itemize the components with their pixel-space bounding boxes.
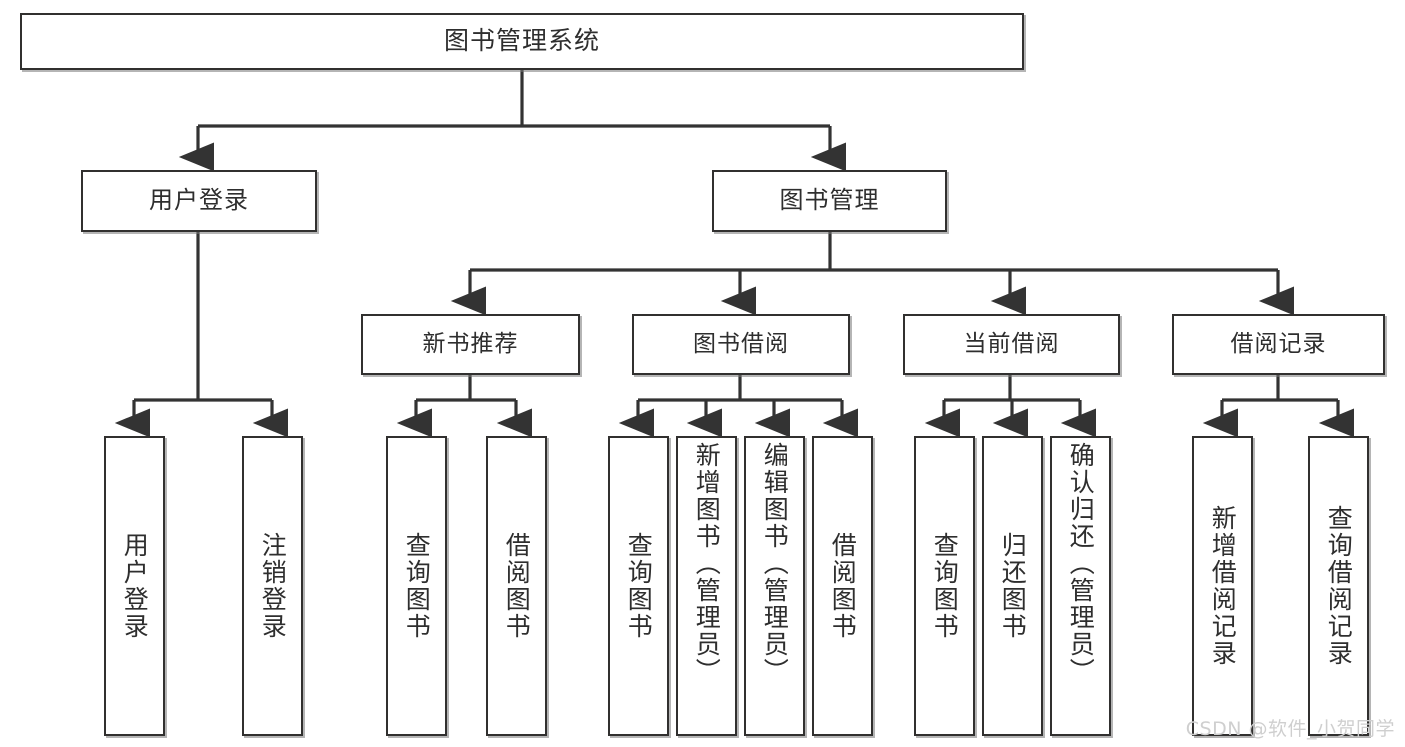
node-book-management[interactable]: 图书管理: [712, 170, 947, 232]
leaf-add-book-admin[interactable]: 新增图书（管理员）: [676, 436, 737, 736]
node-label: 借阅记录: [1230, 331, 1327, 358]
leaf-return-book[interactable]: 归还图书: [982, 436, 1043, 736]
leaf-query-book-current[interactable]: 查询图书: [914, 436, 975, 736]
node-label: 新书推荐: [422, 331, 519, 358]
node-user-login[interactable]: 用户登录: [81, 170, 317, 232]
leaf-query-book-borrow[interactable]: 查询图书: [608, 436, 669, 736]
node-borrow-record[interactable]: 借阅记录: [1172, 314, 1385, 375]
node-new-book-recommend[interactable]: 新书推荐: [361, 314, 580, 375]
node-label: 查询图书: [624, 532, 654, 640]
leaf-query-borrow-record[interactable]: 查询借阅记录: [1308, 436, 1369, 736]
node-label: 确认归还（管理员）: [1066, 442, 1096, 685]
leaf-borrow-book[interactable]: 借阅图书: [812, 436, 873, 736]
node-label: 图书借阅: [693, 331, 789, 358]
node-label: 注销登录: [258, 532, 288, 640]
node-root-system[interactable]: 图书管理系统: [20, 13, 1024, 70]
node-label: 用户登录: [120, 532, 150, 640]
leaf-user-login[interactable]: 用户登录: [104, 436, 165, 736]
node-label: 查询图书: [402, 532, 432, 640]
leaf-borrow-book-recommend[interactable]: 借阅图书: [486, 436, 547, 736]
leaf-query-book-recommend[interactable]: 查询图书: [386, 436, 447, 736]
node-label: 编辑图书（管理员）: [760, 442, 790, 685]
node-label: 查询借阅记录: [1324, 505, 1354, 667]
node-current-borrow[interactable]: 当前借阅: [903, 314, 1120, 375]
leaf-edit-book-admin[interactable]: 编辑图书（管理员）: [744, 436, 805, 736]
node-label: 借阅图书: [502, 532, 532, 640]
node-label: 当前借阅: [963, 331, 1060, 358]
leaf-confirm-return-admin[interactable]: 确认归还（管理员）: [1050, 436, 1111, 736]
node-label: 用户登录: [149, 186, 249, 215]
node-label: 查询图书: [930, 532, 960, 640]
node-book-borrow[interactable]: 图书借阅: [632, 314, 850, 375]
node-label: 图书管理: [779, 186, 880, 215]
leaf-add-borrow-record[interactable]: 新增借阅记录: [1192, 436, 1253, 736]
node-label: 归还图书: [998, 532, 1028, 640]
node-label: 新增图书（管理员）: [692, 442, 722, 685]
leaf-logout[interactable]: 注销登录: [242, 436, 303, 736]
node-label: 图书管理系统: [443, 26, 600, 56]
watermark: CSDN @软件_小贺同学: [1185, 718, 1395, 740]
node-label: 借阅图书: [828, 532, 858, 640]
node-label: 新增借阅记录: [1208, 505, 1238, 667]
